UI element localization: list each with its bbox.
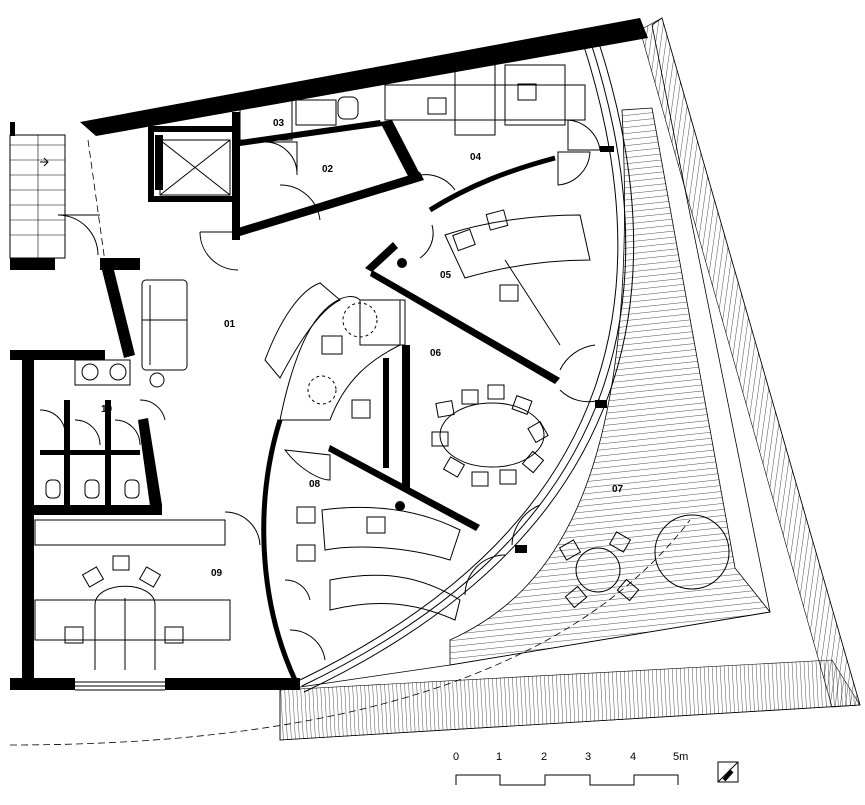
room-label-09: 09	[211, 568, 223, 579]
staircase	[9, 122, 66, 259]
curved-facade	[9, 39, 691, 746]
scale-bar: 0 1 2 3 4 5m	[453, 751, 688, 786]
scale-tick-1: 1	[496, 751, 502, 763]
room-labels: 01 02 03 04 05 06 07 08 09 10	[101, 118, 624, 579]
north-arrow-icon	[717, 761, 739, 783]
scale-tick-5m: 5m	[673, 751, 688, 763]
room-label-10: 10	[101, 404, 113, 415]
room-label-06: 06	[430, 348, 442, 359]
room-label-08: 08	[309, 479, 321, 490]
lobby-details	[57, 139, 401, 421]
room-09-furniture	[34, 511, 261, 691]
terrace-furniture	[558, 514, 730, 609]
room-05-furniture	[359, 209, 596, 371]
room-label-01: 01	[224, 319, 236, 330]
interior-walls	[40, 112, 560, 531]
room-08-furniture	[283, 449, 506, 661]
room-label-04: 04	[470, 152, 482, 163]
room-label-03: 03	[273, 118, 285, 129]
curved-wall-08	[261, 419, 298, 682]
terrace-decking	[279, 17, 861, 741]
arc-wall-05	[428, 155, 556, 213]
scale-tick-4: 4	[630, 751, 636, 763]
room-label-07: 07	[612, 484, 624, 495]
scale-tick-3: 3	[585, 751, 591, 763]
room-04-furniture	[384, 64, 601, 191]
scale-tick-2: 2	[541, 751, 547, 763]
wc-block	[239, 96, 359, 221]
exterior-walls	[10, 18, 648, 690]
room-label-05: 05	[440, 270, 452, 281]
scale-tick-0: 0	[453, 751, 459, 763]
elevator	[155, 135, 231, 196]
room-label-02: 02	[322, 164, 334, 175]
room-10-fixtures	[39, 359, 166, 499]
room-06-furniture	[431, 384, 601, 546]
